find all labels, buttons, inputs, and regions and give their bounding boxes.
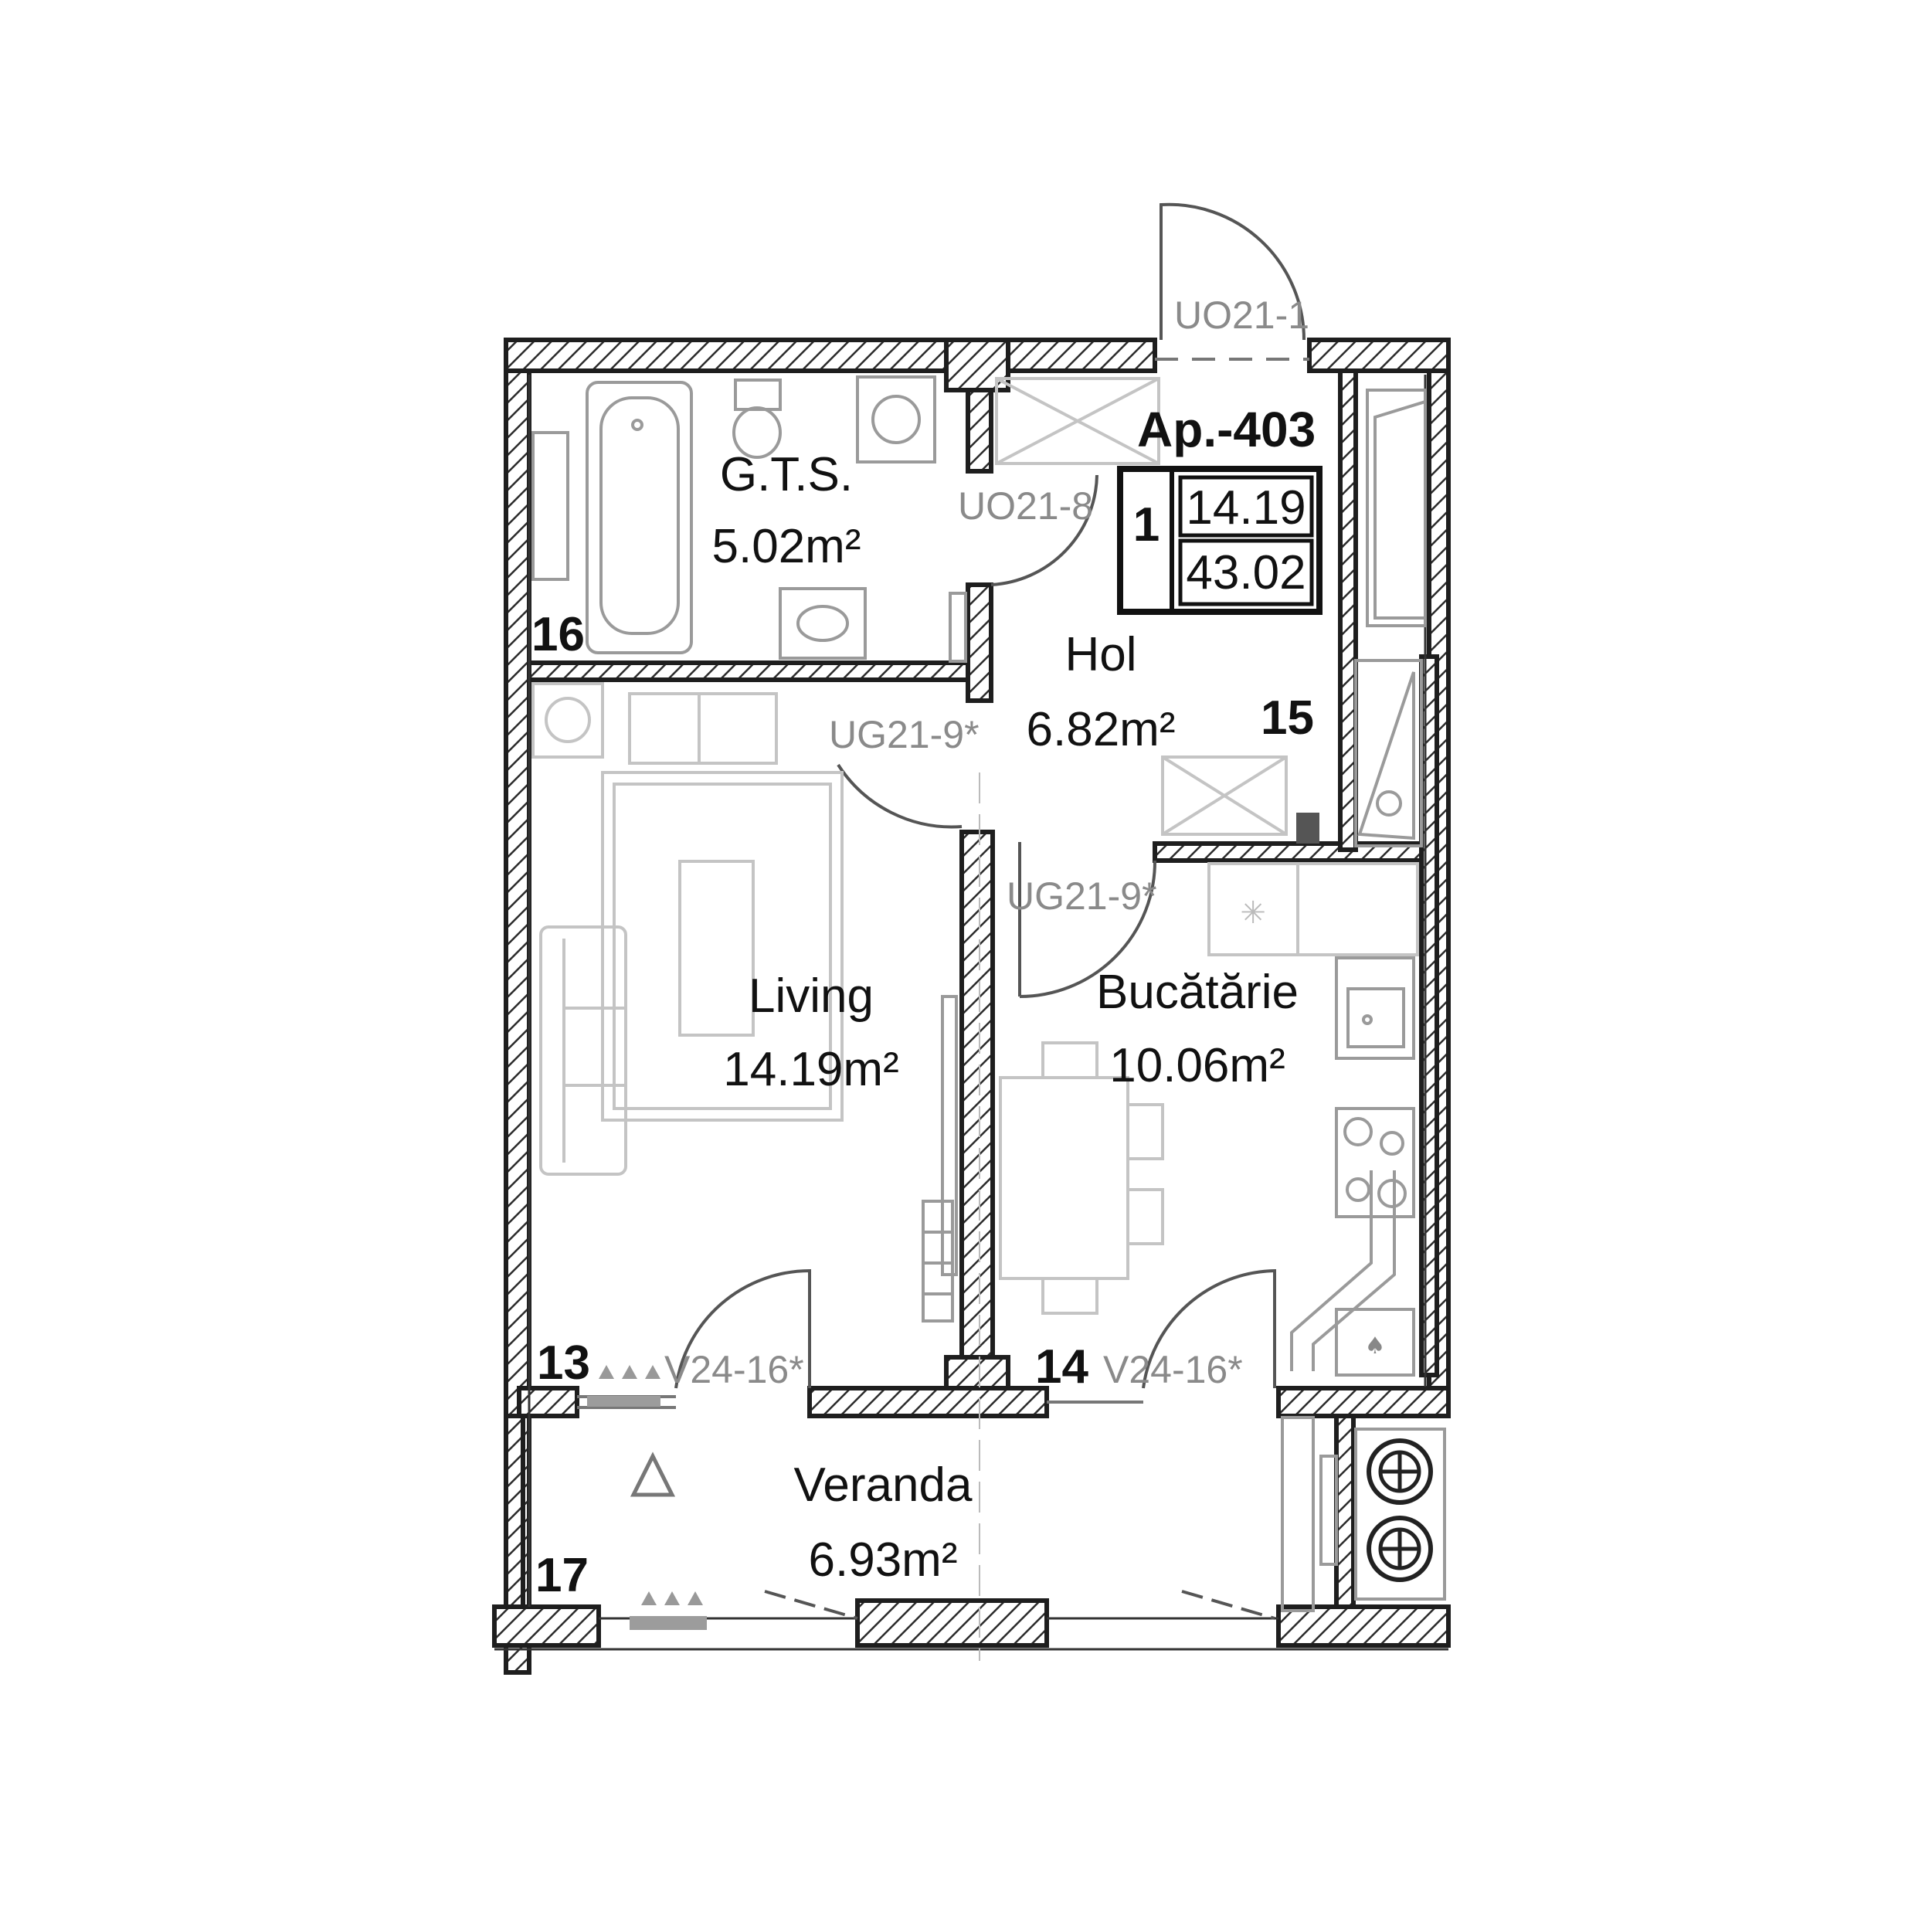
wall-shaft-left <box>1338 368 1358 852</box>
apartment-title: Ap.-403 <box>1137 402 1316 457</box>
opening-codes: UO21-1 UO21-8 UG21-9* UG21-9* V24-16* V2… <box>664 294 1309 1391</box>
boiler-2-icon <box>1367 1516 1433 1582</box>
room-name-bucatarie: Bucătărie <box>1096 966 1299 1019</box>
plant-pot <box>531 682 604 759</box>
vent-icon-13 <box>599 1365 660 1379</box>
room-name-gts: G.T.S. <box>720 448 853 501</box>
room-name-hol: Hol <box>1064 628 1136 681</box>
marker-14: 14 <box>1035 1340 1088 1394</box>
rooms-count: 1 <box>1133 498 1160 552</box>
dishwasher <box>1335 1308 1415 1377</box>
code-kitchen-door: UG21-9* <box>1007 874 1157 918</box>
bath-cabinet <box>531 431 569 581</box>
total-area-value: 43.02 <box>1186 546 1306 599</box>
kitchen-furniture: ✳ ♠ <box>999 862 1419 1566</box>
wall-top-left <box>504 338 1157 373</box>
code-living-door: UG21-9* <box>829 713 980 756</box>
marker-15: 15 <box>1261 691 1314 745</box>
cooktop <box>1335 1107 1415 1218</box>
sideboard <box>628 692 778 765</box>
boiler-box <box>1354 1428 1446 1601</box>
apartment-info: Ap.-403 1 14.19 43.02 <box>1117 402 1323 615</box>
dining-table <box>999 1076 1129 1280</box>
sofa <box>539 925 627 1176</box>
bathtub <box>586 381 693 654</box>
room-area-gts: 5.02m² <box>712 520 861 573</box>
kitchen-sink <box>1335 956 1415 1060</box>
wall-bottom-right <box>1276 1604 1451 1648</box>
hall-furniture <box>995 377 1319 844</box>
toilet <box>734 379 782 411</box>
living-area-value: 14.19 <box>1186 481 1306 535</box>
wall-living-kitchen <box>959 830 995 1367</box>
wall-bottom-mid <box>855 1598 1049 1648</box>
sink <box>779 587 867 660</box>
riser-pipe <box>1281 1416 1315 1612</box>
radiator-living <box>922 1200 954 1323</box>
vent-icon-17 <box>641 1591 703 1605</box>
veranda-symbols <box>599 1365 703 1605</box>
boiler-1-icon <box>1367 1438 1433 1505</box>
exhaust-duct <box>1290 1170 1396 1371</box>
wall-veranda-left <box>517 1386 579 1418</box>
wall-bath-hall-lower <box>966 582 993 703</box>
markers: 13 14 15 16 17 <box>531 608 1314 1602</box>
living-furniture <box>531 682 958 1323</box>
wall-shaft-right <box>1419 654 1439 1377</box>
code-window-kitchen: V24-16* <box>1103 1348 1243 1391</box>
room-area-living: 14.19m² <box>723 1043 898 1096</box>
tv-stand <box>941 995 958 1276</box>
wall-top-right <box>1307 338 1451 373</box>
shaft-middle <box>1354 659 1423 847</box>
doors <box>674 202 1306 1620</box>
counter <box>1296 862 1419 956</box>
room-area-bucatarie: 10.06m² <box>1109 1039 1285 1092</box>
coffee-table <box>678 860 755 1037</box>
shoe-cabinet <box>1161 755 1288 836</box>
room-name-living: Living <box>749 969 874 1023</box>
triangle-icon <box>630 1452 676 1497</box>
room-labels: G.T.S. 5.02m² Hol 6.82m² Living 14.19m² … <box>712 448 1299 1587</box>
wall-veranda-right <box>1276 1386 1451 1418</box>
marker-17: 17 <box>535 1549 589 1602</box>
wall-veranda-side-left <box>504 1414 525 1609</box>
svg-text:♠: ♠ <box>1365 1333 1386 1360</box>
room-area-veranda: 6.93m² <box>809 1533 958 1587</box>
wall-bath-bottom <box>527 660 970 682</box>
code-bath-door: UO21-8 <box>958 484 1093 528</box>
rug <box>601 771 844 1122</box>
washing-machine <box>856 375 936 463</box>
code-window-living: V24-16* <box>664 1348 804 1391</box>
hall-wardrobe <box>995 377 1160 465</box>
wall-bottom-left <box>492 1604 601 1648</box>
marker-13: 13 <box>537 1336 590 1390</box>
code-entrance-door: UO21-1 <box>1174 294 1309 337</box>
shafts <box>1281 389 1446 1612</box>
bathroom-fixtures <box>531 375 967 663</box>
room-area-hol: 6.82m² <box>1027 703 1176 756</box>
radiator-kitchen <box>1319 1455 1338 1566</box>
wall-veranda-side-right <box>1334 1414 1356 1609</box>
wall-veranda-mid <box>807 1386 1049 1418</box>
wall-column-top <box>944 338 1010 392</box>
svg-text:✳: ✳ <box>1240 895 1266 931</box>
windows <box>577 358 1309 1630</box>
marker-16: 16 <box>531 608 585 661</box>
hall-panel <box>1296 813 1319 844</box>
room-name-veranda: Veranda <box>794 1458 973 1512</box>
